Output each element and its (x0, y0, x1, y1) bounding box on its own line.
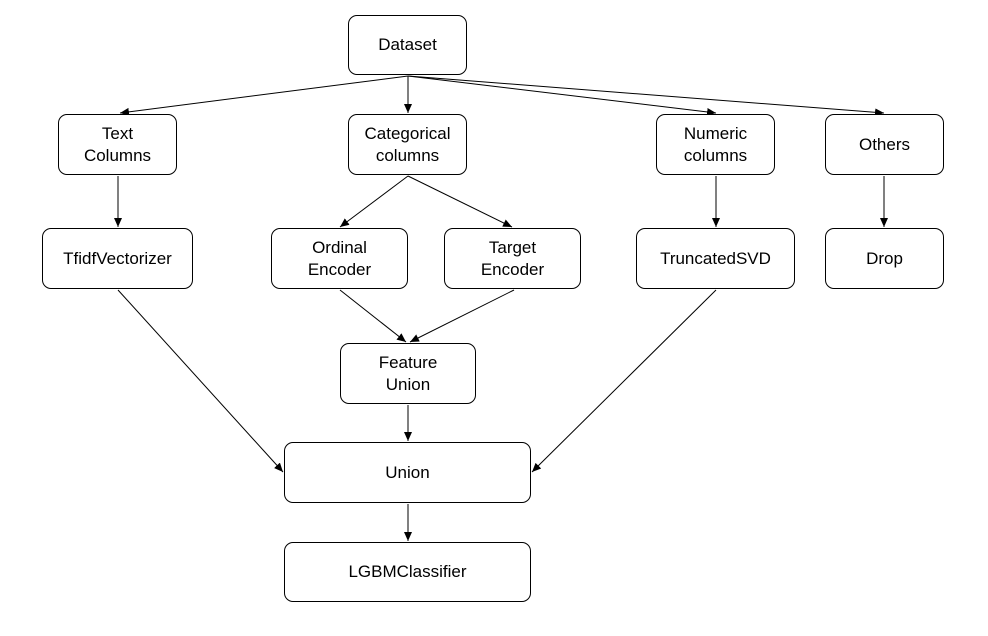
node-lgbm-classifier: LGBMClassifier (284, 542, 531, 602)
node-text-columns-label: Text Columns (83, 123, 152, 165)
node-text-columns: Text Columns (58, 114, 177, 175)
edge-truncated-svd-to-union (531, 289, 717, 473)
node-categorical-columns-label: Categorical columns (364, 123, 451, 165)
edge-dataset-to-text-columns (119, 75, 409, 116)
node-drop-label: Drop (866, 248, 903, 268)
node-target-encoder: Target Encoder (444, 228, 581, 289)
node-drop: Drop (825, 228, 944, 289)
edge-categorical-columns-to-target-encoder (407, 175, 513, 228)
edge-tfidf-to-union (117, 289, 284, 473)
node-feature-union-label: Feature Union (378, 352, 438, 394)
node-ordinal-encoder-label: Ordinal Encoder (307, 237, 372, 279)
node-feature-union: Feature Union (340, 343, 476, 404)
node-categorical-columns: Categorical columns (348, 114, 467, 175)
node-numeric-columns: Numeric columns (656, 114, 775, 175)
node-numeric-columns-label: Numeric columns (683, 123, 748, 165)
edge-dataset-to-numeric-columns (407, 75, 717, 116)
node-ordinal-encoder: Ordinal Encoder (271, 228, 408, 289)
node-tfidf-vectorizer: TfidfVectorizer (42, 228, 193, 289)
edge-categorical-columns-to-ordinal-encoder (339, 175, 409, 228)
node-lgbm-classifier-label: LGBMClassifier (348, 562, 467, 581)
node-target-encoder-label: Target Encoder (480, 237, 545, 279)
node-truncated-svd: TruncatedSVD (636, 228, 795, 289)
node-union-label: Union (385, 462, 430, 482)
node-others: Others (825, 114, 944, 175)
edge-target-encoder-to-feature-union (409, 289, 515, 343)
edge-ordinal-encoder-to-feature-union (339, 289, 407, 343)
node-dataset: Dataset (348, 15, 467, 75)
node-truncated-svd-label: TruncatedSVD (660, 248, 771, 268)
node-others-label: Others (858, 134, 911, 154)
edge-dataset-to-others (407, 75, 885, 117)
node-tfidf-vectorizer-label: TfidfVectorizer (63, 248, 172, 268)
node-dataset-label: Dataset (378, 35, 437, 54)
node-union: Union (284, 442, 531, 503)
